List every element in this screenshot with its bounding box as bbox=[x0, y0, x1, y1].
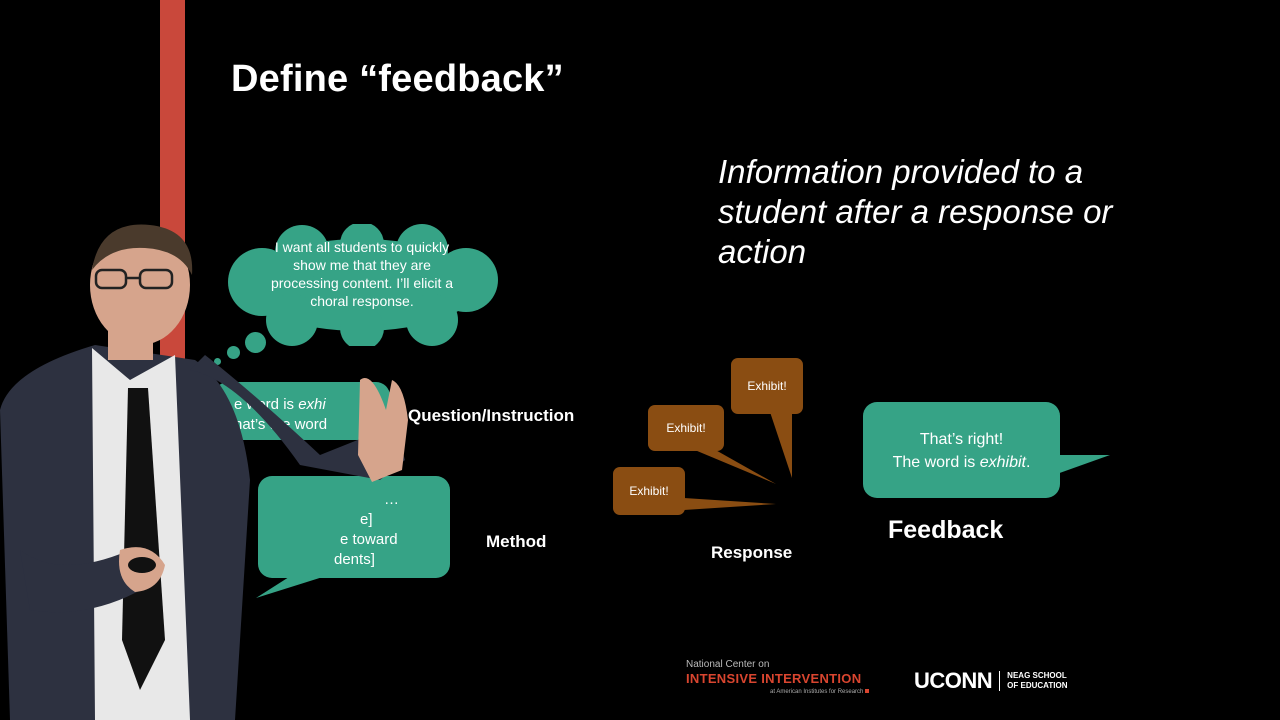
uconn-school-line1: NEAG SCHOOL bbox=[1007, 671, 1067, 680]
ncii-logo-line1: National Center on bbox=[686, 659, 770, 670]
method-line2: e] bbox=[360, 511, 373, 528]
method-line1: … bbox=[384, 491, 399, 508]
uconn-divider bbox=[999, 671, 1001, 691]
presenter-tie bbox=[122, 388, 165, 690]
feedback-line2-suffix: . bbox=[1025, 454, 1031, 471]
method-line3: e toward bbox=[340, 531, 398, 548]
presenter-hair bbox=[92, 224, 193, 275]
ncii-logo-line3-text: at American Institutes for Research bbox=[770, 689, 864, 695]
thought-cloud-text: I want all students to quickly show me t… bbox=[270, 239, 454, 309]
feedback-definition: Information provided to a student after … bbox=[718, 153, 1113, 270]
method-bubble bbox=[258, 476, 450, 578]
label-method: Method bbox=[486, 532, 547, 551]
exhibit-tail-bottom bbox=[684, 498, 776, 510]
presenter-raised-arm bbox=[190, 355, 405, 480]
ncii-logo-line3: at American Institutes for Research bbox=[770, 689, 870, 695]
question-line1-italic: exhi bbox=[298, 396, 326, 413]
feedback-line2-prefix: The word is bbox=[892, 454, 980, 471]
uconn-wordmark: UCONN bbox=[914, 668, 993, 693]
label-feedback: Feedback bbox=[888, 516, 1004, 544]
feedback-line2-italic: exhibit bbox=[979, 454, 1026, 471]
thought-dot-large bbox=[245, 332, 266, 353]
ncii-logo-line2: INTENSIVE INTERVENTION bbox=[686, 671, 862, 686]
response-bubble-top: Exhibit! bbox=[731, 358, 803, 414]
feedback-line1: That’s right! bbox=[919, 431, 1004, 448]
thought-cloud-shape bbox=[228, 224, 498, 346]
uconn-school-name: NEAG SCHOOL OF EDUCATION bbox=[1007, 671, 1067, 691]
uconn-school-line2: OF EDUCATION bbox=[1007, 681, 1068, 690]
thought-dot-medium bbox=[227, 346, 240, 359]
thought-cloud: I want all students to quickly show me t… bbox=[222, 224, 500, 346]
method-line4: dents] bbox=[334, 551, 375, 568]
response-bubble-bottom: Exhibit! bbox=[613, 467, 685, 515]
ncii-square-icon bbox=[865, 689, 870, 693]
response-bubble-middle: Exhibit! bbox=[648, 405, 724, 451]
slide-title: Define “feedback” bbox=[231, 58, 564, 100]
label-question-instruction: Question/Instruction bbox=[408, 406, 575, 425]
presenter-glasses bbox=[94, 268, 174, 290]
feedback-bubble bbox=[863, 402, 1060, 498]
exhibit-tail-top bbox=[770, 412, 792, 478]
clicker-icon bbox=[128, 557, 156, 573]
uconn-logo: UCONN NEAG SCHOOL OF EDUCATION bbox=[914, 668, 1067, 694]
thought-dot-small bbox=[214, 358, 221, 365]
ncii-logo: National Center on INTENSIVE INTERVENTIO… bbox=[686, 659, 870, 695]
exhibit-tail-middle bbox=[690, 448, 776, 484]
presenter-lower-arm bbox=[20, 550, 150, 613]
presenter-figure bbox=[0, 224, 408, 720]
method-bubble-text: … e] e toward dents] bbox=[322, 490, 399, 570]
feedback-bubble-text: That’s right! The word is exhibit. bbox=[863, 428, 1060, 474]
presenter-raised-hand bbox=[358, 378, 408, 482]
label-response: Response bbox=[711, 543, 793, 562]
